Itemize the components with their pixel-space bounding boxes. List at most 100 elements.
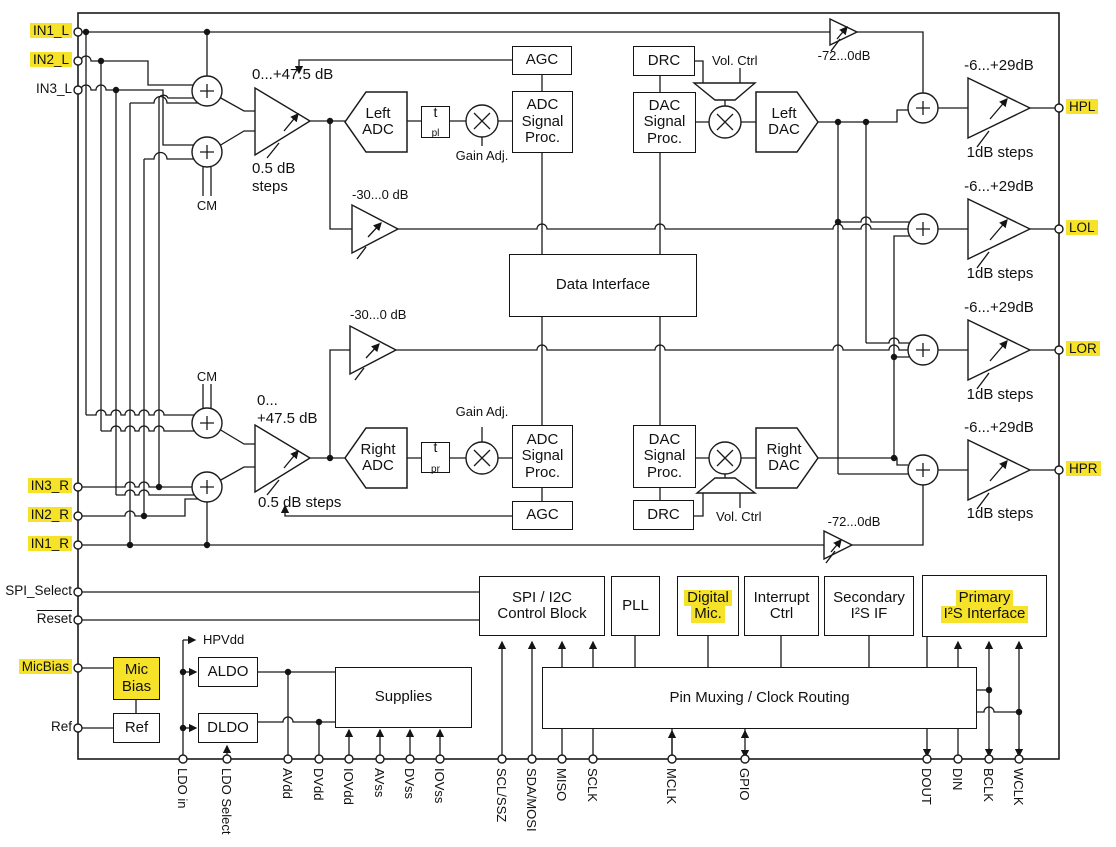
pin-label-miso: MISO [554, 768, 569, 802]
right-mic-pga-amp [254, 423, 312, 494]
hpl-amp-gain-range: -6...+29dB [964, 57, 1034, 74]
hpl-amp-steps: 1dB steps [966, 144, 1034, 161]
pll-block: PLL [611, 576, 660, 636]
hpvdd-label: HPVdd [203, 632, 245, 647]
pin-label-bclk: BCLK [981, 768, 996, 802]
cm-label-left: CM [196, 198, 218, 213]
pin-label-in3l: IN3_L [35, 81, 72, 96]
pin-label-din: DIN [950, 768, 965, 791]
pin-label-hpr: HPR [1066, 461, 1101, 476]
lor-amp-steps: 1dB steps [966, 386, 1034, 403]
pin-label-in3r: IN3_R [27, 478, 72, 493]
gain-adjust-arrows [266, 26, 1008, 564]
right-adc-shape [344, 427, 408, 489]
pin-label-micbias: MicBias [18, 659, 72, 674]
ref-block: Ref [113, 713, 160, 743]
left-vol-ctrl-mux [692, 82, 757, 101]
pin-label-iovdd: IOVdd [341, 768, 356, 805]
pin-label-dout: DOUT [919, 768, 934, 805]
pin-label-dvdd: DVdd [311, 768, 326, 801]
pin-label-in1l: IN1_L [29, 23, 72, 38]
right-dac-shape [755, 427, 819, 489]
pin-label-reset: Reset [36, 611, 72, 626]
pin-label-in2r: IN2_R [27, 507, 72, 522]
dldo-block: DLDO [198, 713, 258, 743]
converter-shapes [344, 91, 819, 489]
cm-label-right: CM [196, 369, 218, 384]
pin-label-gpio: GPIO [737, 768, 752, 801]
pin-label-hpl: HPL [1066, 99, 1099, 114]
volume-control-shapes [692, 82, 758, 494]
left-adc-shape [344, 91, 408, 153]
pin-label-in2l: IN2_L [29, 52, 72, 67]
left-bypass-gain-range: -30...0 dB [352, 187, 409, 202]
pin-label-wclk: WCLK [1011, 768, 1026, 806]
right-bypass-gain-range: -30...0 dB [350, 307, 407, 322]
right-vol-ctrl-label: Vol. Ctrl [716, 509, 762, 524]
pin-label-lol: LOL [1066, 220, 1098, 235]
right-vol-ctrl-mux [695, 477, 758, 494]
agc-right-block: AGC [512, 501, 573, 530]
left-vol-ctrl-label: Vol. Ctrl [712, 53, 758, 68]
left-gain-adj-label: Gain Adj. [455, 148, 509, 163]
pin-label-sclk: SCLK [585, 768, 600, 802]
pin-label-sda-mosi: SDA/MOSI [524, 768, 539, 832]
hpr-amp-steps: 1dB steps [966, 505, 1034, 522]
agc-gain-feedback-left [294, 59, 512, 75]
left-pga-steps-line1: 0.5 dB [252, 160, 296, 177]
pin-label-spi-select: SPI_Select [5, 583, 72, 598]
right-analog-bypass-amp [823, 529, 854, 561]
pin-label-ldo-in: LDO in [175, 768, 190, 809]
data-interface-block: Data Interface [509, 254, 697, 317]
pin-label-mclk: MCLK [664, 768, 679, 805]
lol-amp-steps: 1dB steps [966, 265, 1034, 282]
summer-plus-glyphs [200, 84, 930, 494]
pin-label-in1r: IN1_R [27, 536, 72, 551]
pin-label-ref: Ref [50, 719, 72, 734]
pin-label-scl-ssz: SCL/SSZ [494, 768, 509, 823]
aldo-block: ALDO [198, 657, 258, 687]
multiplier-x-glyphs [473, 112, 734, 467]
left-pga-steps-line2: steps [252, 178, 288, 195]
pin-label-avss: AVss [372, 768, 387, 798]
drc-right-block: DRC [633, 500, 694, 530]
pin-label-ldo-select: LDO Select [219, 768, 234, 835]
chip-boundary [77, 12, 1060, 760]
agc-gain-feedback-right [280, 504, 512, 517]
agc-left-block: AGC [512, 46, 572, 75]
drc-left-block: DRC [633, 46, 695, 76]
pin-terminals [73, 27, 1064, 764]
pin-label-avdd: AVdd [280, 768, 295, 799]
left-bypass-amp-gain: -72...0dB [817, 48, 871, 63]
right-pga-steps: 0.5 dB steps [258, 494, 342, 511]
pin-label-lor: LOR [1066, 341, 1100, 356]
lor-amp-gain-range: -6...+29dB [964, 299, 1034, 316]
junction-dots [82, 28, 1023, 732]
lol-amp-gain-range: -6...+29dB [964, 178, 1034, 195]
right-bypass-amp-gain: -72...0dB [827, 514, 881, 529]
left-mic-pga-amp [254, 86, 312, 157]
pin-label-iovss: IOVss [432, 768, 447, 804]
right-pga-gain-line2: +47.5 dB [257, 410, 318, 427]
left-pga-gain-range: 0...+47.5 dB [252, 66, 334, 83]
right-pga-gain-line1: 0... [257, 392, 278, 409]
pin-label-dvss: DVss [402, 768, 417, 800]
supplies-block: Supplies [335, 667, 472, 728]
